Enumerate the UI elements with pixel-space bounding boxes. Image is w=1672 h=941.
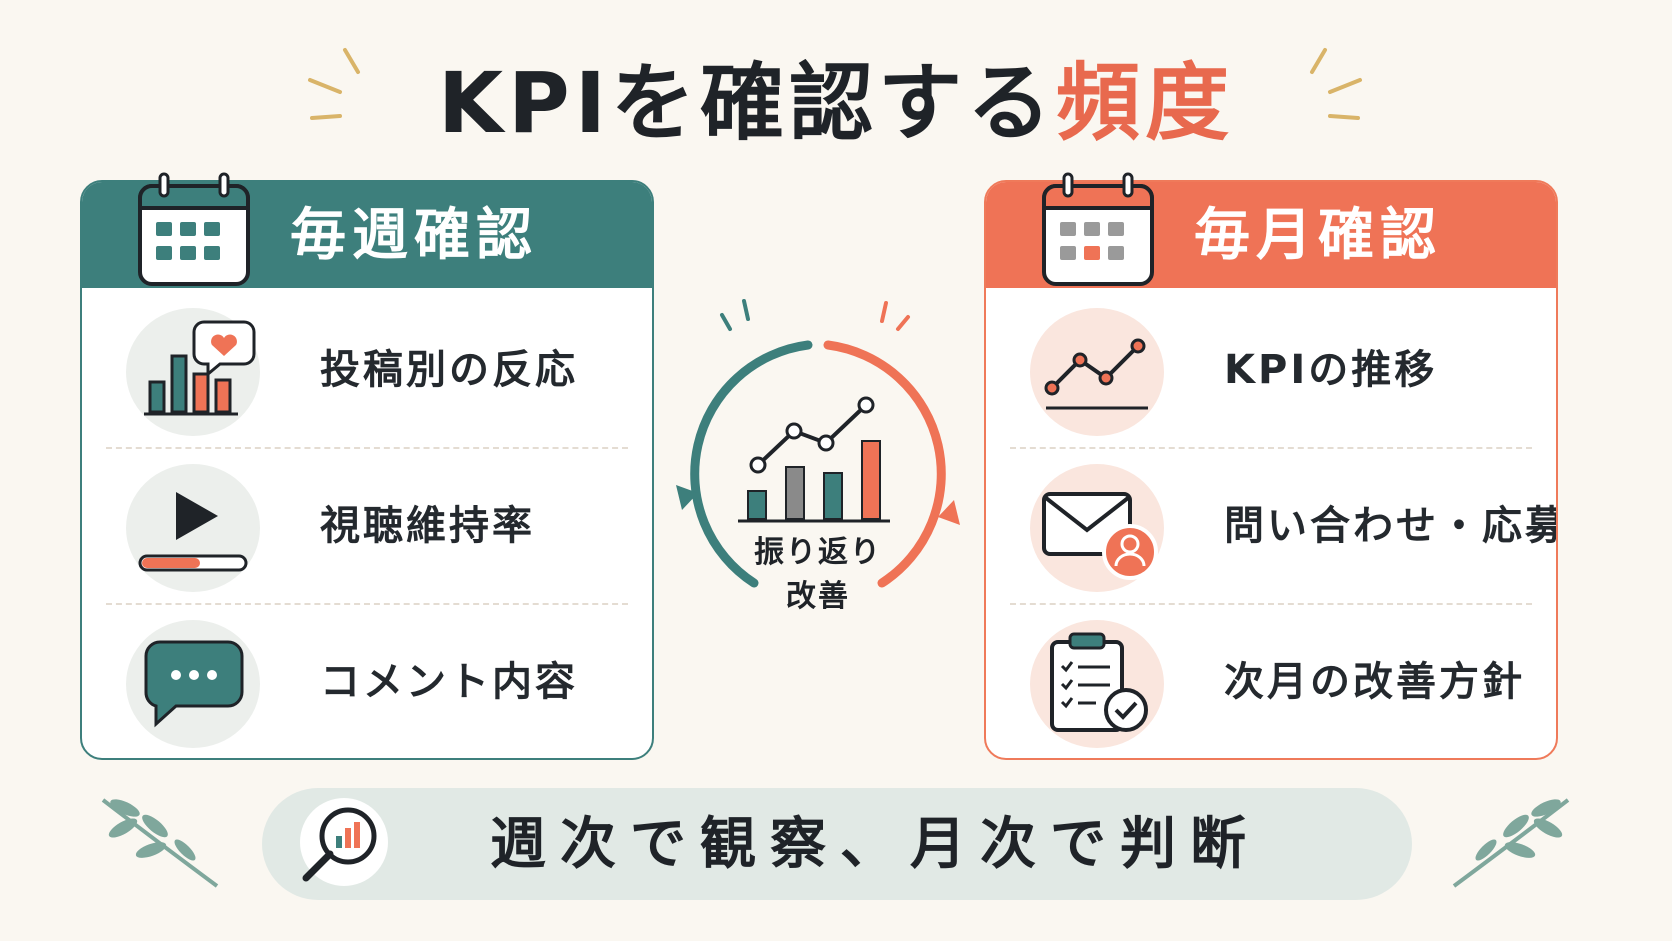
title-main: KPIを確認する: [438, 54, 1056, 152]
leaf-right-icon: [1452, 798, 1570, 888]
page-title: KPIを確認する頻度: [0, 48, 1672, 158]
row-divider: [106, 603, 628, 605]
weekly-item-label: コメント内容: [320, 659, 578, 705]
clipboard-check-icon: [1050, 632, 1148, 732]
sparkle-right-icon: [1310, 48, 1362, 120]
row-divider: [1010, 447, 1532, 449]
magnifier-chart-icon: [300, 798, 388, 886]
speech-bubble-icon: [144, 640, 244, 728]
row-divider: [106, 447, 628, 449]
cycle-label-line1: 振り返り: [754, 535, 882, 570]
monthly-item-label: 問い合わせ・応募: [1224, 503, 1558, 549]
weekly-item-retention: 視聴維持率: [82, 450, 652, 605]
calendar-icon: [138, 172, 250, 286]
title-accent: 頻度: [1055, 54, 1234, 152]
monthly-item-label: KPIの推移: [1224, 347, 1438, 393]
spark-teal-icon: [720, 299, 750, 331]
review-cycle: 振り返り 改善: [668, 295, 968, 635]
bar-chart-heart-icon: [144, 320, 256, 416]
line-chart-icon: [1044, 338, 1148, 410]
leaf-left-icon: [101, 798, 219, 888]
summary-text: 週次で観察、月次で判断: [490, 812, 1260, 877]
summary-banner: 週次で観察、月次で判断: [262, 788, 1412, 900]
weekly-item-label: 投稿別の反応: [320, 347, 578, 393]
spark-coral-icon: [880, 301, 910, 331]
weekly-item-comments: コメント内容: [82, 606, 652, 758]
monthly-card-title: 毎月確認: [1194, 203, 1442, 268]
weekly-card-title: 毎週確認: [290, 203, 538, 268]
monthly-item-inquiries: 問い合わせ・応募: [986, 450, 1556, 605]
monthly-item-label: 次月の改善方針: [1224, 659, 1525, 705]
monthly-item-next-plan: 次月の改善方針: [986, 606, 1556, 758]
calendar-icon: [1042, 172, 1154, 286]
cycle-diagram: [676, 299, 960, 588]
monthly-item-kpi-trend: KPIの推移: [986, 294, 1556, 449]
mail-user-icon: [1042, 492, 1158, 580]
weekly-item-post-reactions: 投稿別の反応: [82, 294, 652, 449]
play-progress-icon: [138, 492, 248, 572]
cycle-label-line2: 改善: [786, 579, 850, 614]
weekly-item-label: 視聴維持率: [320, 503, 535, 549]
sparkle-left-icon: [308, 48, 360, 120]
row-divider: [1010, 603, 1532, 605]
